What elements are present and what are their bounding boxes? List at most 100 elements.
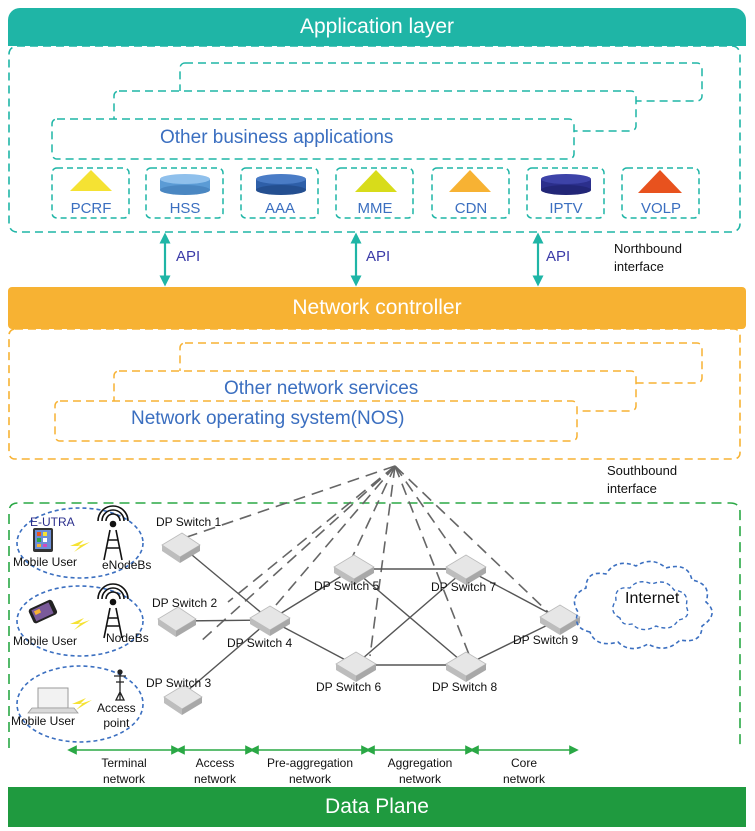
- application-layer-title: Application layer: [299, 15, 455, 38]
- segment-access-line-2: network: [193, 772, 237, 786]
- access-cluster-1: [16, 507, 144, 579]
- api-label-2: API: [366, 248, 391, 265]
- segment-agg-line-1: Aggregation: [387, 756, 453, 770]
- access-point-line-1: Access: [97, 701, 136, 715]
- switch-icon-3: [163, 684, 203, 715]
- cdn-icon: [449, 170, 491, 192]
- switch-label-8: DP Switch 8: [432, 680, 498, 694]
- nos-label: Network operating system(NOS): [131, 408, 405, 429]
- mobile-user-label-2: Mobile User: [13, 634, 78, 648]
- switch-icon-7: [445, 554, 487, 585]
- service-pcrf-box: [51, 167, 130, 219]
- switch-label-1: DP Switch 1: [156, 515, 222, 529]
- data-plane-title: Data Plane: [325, 795, 429, 818]
- southbound-links: [177, 465, 549, 658]
- segment-core-line-1: Core: [510, 756, 537, 770]
- volp-icon: [638, 170, 682, 193]
- pcrf-icon: [70, 170, 112, 191]
- segment-label-access: Access network: [180, 755, 250, 787]
- service-aaa-box: [240, 167, 319, 219]
- service-iptv-box: [526, 167, 605, 219]
- mobile-user-label-1: Mobile User: [13, 555, 78, 569]
- service-hss-box: [145, 167, 224, 219]
- mobile-user-label-3: Mobile User: [11, 714, 76, 728]
- service-label-iptv: IPTV: [549, 200, 583, 217]
- data-plane-header: Data Plane: [8, 787, 746, 827]
- enodebs-label: eNodeBs: [102, 558, 152, 572]
- segment-terminal-line-2: network: [102, 772, 146, 786]
- switch-icon-4: [249, 605, 291, 636]
- nodebs-label: NodeBs: [106, 631, 149, 645]
- segment-terminal-line-1: Terminal: [101, 756, 147, 770]
- smartphone-icon: [33, 528, 53, 552]
- segment-preagg-line-1: Pre-aggregation: [266, 756, 354, 770]
- internet-label: Internet: [625, 590, 680, 607]
- service-label-mme: MME: [357, 200, 393, 217]
- segment-agg-line-2: network: [398, 772, 442, 786]
- service-mme-box: [335, 167, 414, 219]
- other-business-apps-box: [51, 118, 575, 160]
- access-point-icon: [114, 669, 126, 701]
- switch-icon-2: [157, 606, 197, 637]
- service-label-volp: VOLP: [640, 200, 682, 217]
- cell-tower-icon-2: [97, 583, 129, 639]
- mobile-device-icon: [28, 599, 58, 624]
- network-controller-header: Network controller: [8, 287, 746, 329]
- access-cluster-3: [16, 665, 144, 743]
- northbound-line-2: interface: [614, 259, 664, 274]
- southbound-interface-label: Southbound interface: [607, 462, 677, 498]
- access-point-line-2: point: [103, 716, 130, 730]
- aaa-icon: [256, 174, 306, 195]
- internet-cloud-inner: [612, 581, 689, 631]
- controller-box: [8, 328, 741, 460]
- northbound-interface-label: Northbound interface: [614, 240, 682, 276]
- application-layer-header: Application layer: [8, 8, 746, 46]
- switch-icon-1: [161, 532, 201, 563]
- lightning-icon-1: [70, 540, 90, 552]
- internet-cloud: [573, 560, 713, 650]
- network-controller-title: Network controller: [292, 296, 462, 319]
- service-label-hss: HSS: [169, 200, 201, 217]
- switch-label-3: DP Switch 3: [146, 676, 212, 690]
- southbound-line-1: Southbound: [607, 463, 678, 478]
- segment-label-aggregation: Aggregation network: [370, 755, 470, 787]
- api-label-1: API: [176, 248, 201, 265]
- switch-label-5: DP Switch 5: [314, 579, 380, 593]
- other-network-services-label: Other network services: [224, 378, 419, 399]
- access-cluster-2: [16, 585, 144, 657]
- switch-icon-5: [333, 554, 375, 585]
- nos-box: [54, 400, 578, 442]
- switch-label-6: DP Switch 6: [316, 680, 382, 694]
- switch-icon-9: [539, 604, 581, 635]
- segment-label-preaggregation: Pre-aggregation network: [254, 755, 366, 787]
- lightning-icon-2: [70, 618, 90, 630]
- access-point-label: Access point: [97, 701, 136, 731]
- segment-access-line-1: Access: [195, 756, 235, 770]
- service-cdn-box: [431, 167, 510, 219]
- service-label-cdn: CDN: [454, 200, 488, 217]
- service-label-aaa: AAA: [264, 200, 295, 217]
- southbound-line-2: interface: [607, 481, 657, 496]
- e-utra-label: E-UTRA: [30, 515, 75, 529]
- segment-label-terminal: Terminal network: [74, 755, 174, 787]
- switch-label-2: DP Switch 2: [152, 596, 218, 610]
- switch-icon-8: [445, 651, 487, 682]
- segment-label-core: Core network: [474, 755, 574, 787]
- switch-label-4: DP Switch 4: [227, 636, 293, 650]
- northbound-line-1: Northbound: [614, 241, 682, 256]
- switch-label-9: DP Switch 9: [513, 633, 579, 647]
- switch-label-7: DP Switch 7: [431, 580, 497, 594]
- iptv-icon: [541, 174, 591, 195]
- other-business-apps-label: Other business applications: [160, 127, 394, 148]
- service-volp-box: [621, 167, 700, 219]
- segment-core-line-2: network: [502, 772, 546, 786]
- cell-tower-icon-1: [97, 505, 129, 561]
- switch-links: [177, 544, 561, 698]
- mme-icon: [355, 170, 397, 192]
- switch-icon-6: [335, 651, 377, 682]
- service-label-pcrf: PCRF: [70, 200, 112, 217]
- api-label-3: API: [546, 248, 571, 265]
- lightning-icon-3: [72, 698, 92, 710]
- laptop-icon: [27, 687, 79, 714]
